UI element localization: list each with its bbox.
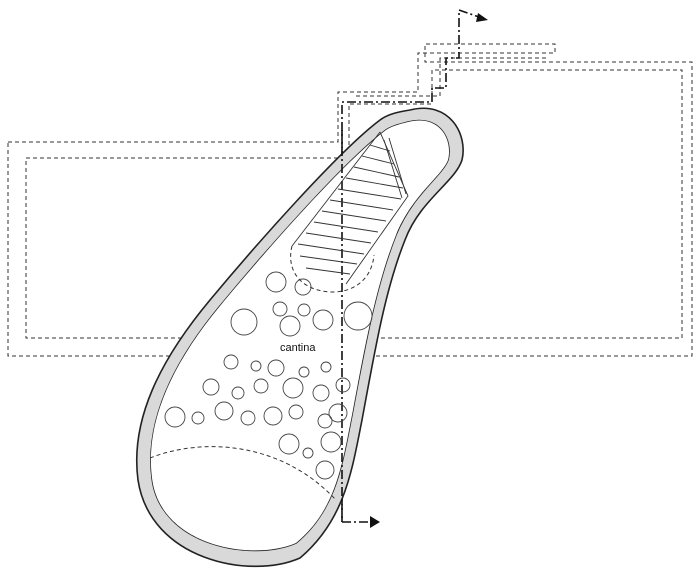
stair-stringer [345, 131, 409, 285]
upper-step-outline [356, 57, 548, 97]
staircase [290, 131, 409, 293]
room-floor [150, 120, 450, 551]
outer-building-outline [7, 43, 693, 357]
room-label: cantina [280, 342, 316, 354]
section-cut-line [341, 9, 488, 528]
floor-level-arc [149, 446, 337, 501]
stair-landing-arc [290, 245, 375, 293]
seating-circles [164, 271, 373, 480]
